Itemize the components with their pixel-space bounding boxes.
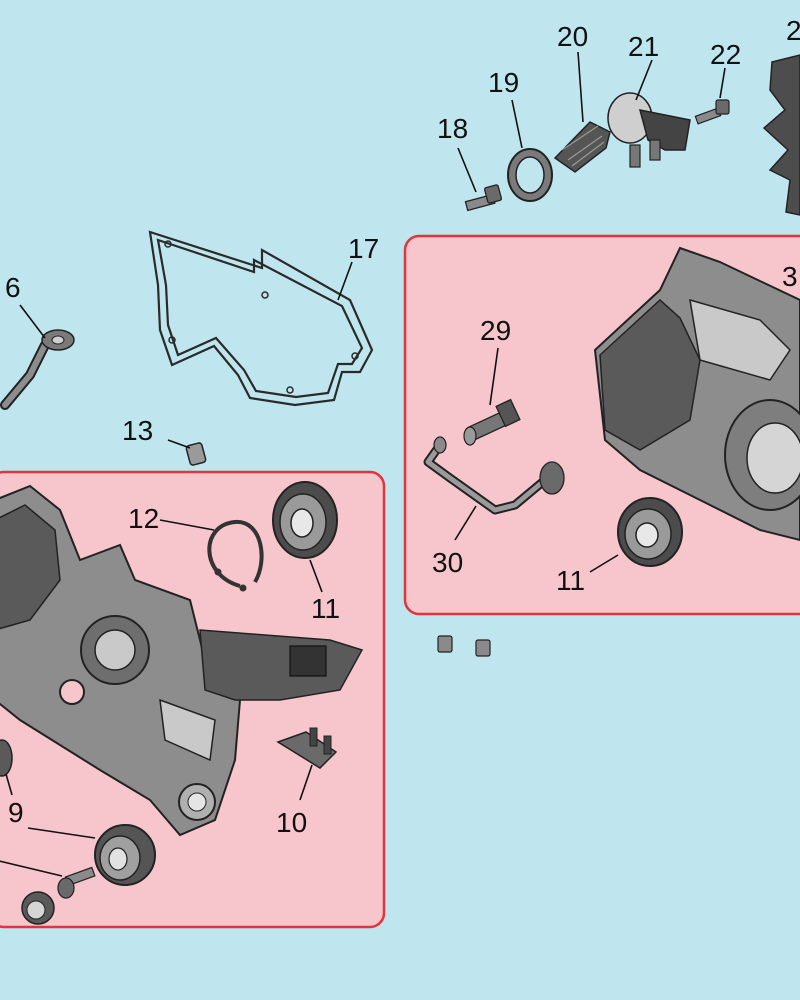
right-crankcase-half (593, 246, 800, 542)
label-part-17: 17 (348, 233, 379, 264)
label-part-22: 22 (710, 39, 741, 70)
label-part-19: 19 (488, 67, 519, 98)
set-screw-part (185, 442, 207, 466)
label-part-21: 21 (628, 31, 659, 62)
screw-part-left (21, 866, 96, 925)
label-part-11-left: 11 (311, 593, 340, 624)
oil-line-part (423, 436, 565, 515)
bearing-part-right (617, 497, 683, 567)
bracket-part (276, 727, 338, 769)
leader-lines (0, 51, 726, 877)
label-part-20: 20 (557, 21, 588, 52)
left-crankcase-half (0, 484, 364, 837)
bushing-part (0, 739, 156, 886)
bolt-part-18 (464, 184, 503, 212)
gasket-part (148, 230, 374, 407)
label-part-31: 3 (782, 261, 798, 292)
seal-ring-part (507, 148, 553, 202)
label-part-29: 29 (480, 315, 511, 346)
label-part-6: 6 (5, 272, 21, 303)
label-part-10: 10 (276, 807, 307, 838)
circlip-part (207, 519, 264, 592)
label-part-13: 13 (122, 415, 153, 446)
label-part-12: 12 (128, 503, 159, 534)
spike-bar-part (762, 54, 800, 216)
screw-pair-part (437, 635, 491, 657)
oil-tube-part (0, 329, 75, 410)
rubber-boot-part (553, 121, 611, 173)
label-part-23: 2 (786, 15, 800, 46)
bearing-part-left (272, 481, 338, 559)
label-part-11-right: 11 (556, 565, 585, 596)
label-part-9: 9 (8, 797, 24, 828)
label-part-30: 30 (432, 547, 463, 578)
label-part-18: 18 (437, 113, 468, 144)
bolt-part-22 (694, 99, 730, 125)
fitting-part (463, 398, 521, 446)
damper-bracket-part (607, 92, 691, 168)
